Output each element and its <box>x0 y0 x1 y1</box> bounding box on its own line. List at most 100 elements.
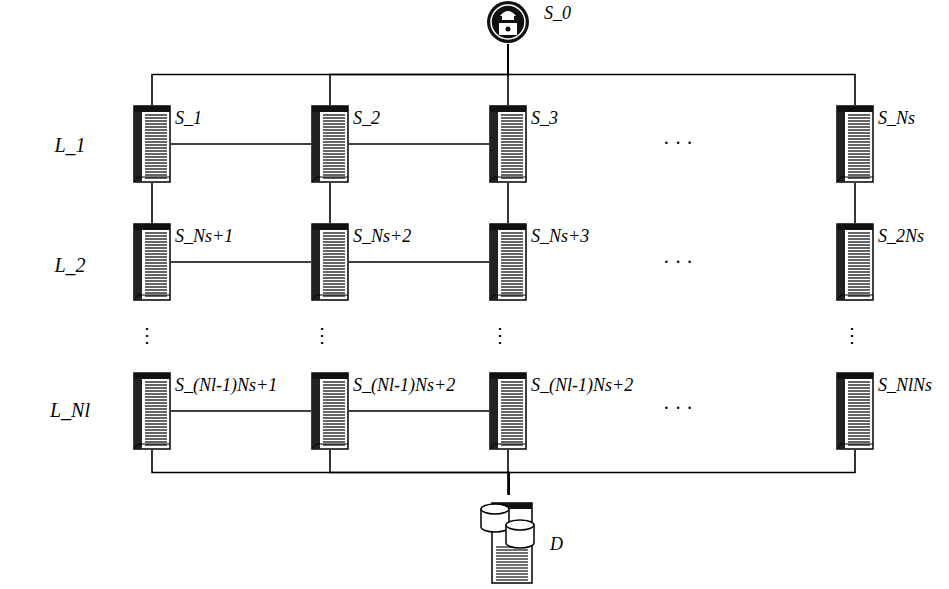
server-node: S_3 <box>489 105 527 183</box>
network-link <box>152 44 508 105</box>
server-slot <box>323 147 345 148</box>
server-slot <box>145 286 167 287</box>
server-slot <box>848 271 870 272</box>
server-slot <box>848 238 870 239</box>
server-base <box>490 295 526 300</box>
server-slot <box>145 144 167 145</box>
server-icon <box>836 372 874 450</box>
server-slot <box>145 153 167 154</box>
node-label: D <box>550 535 563 555</box>
server-slot <box>501 256 523 257</box>
server-slot <box>323 408 345 409</box>
server-slot <box>501 147 523 148</box>
server-top <box>134 224 170 230</box>
network-link <box>854 183 856 223</box>
server-slot <box>145 123 167 124</box>
server-slot <box>323 420 345 421</box>
server-node: S_Ns <box>836 105 874 183</box>
server-top <box>490 106 526 112</box>
ellipsis-mark: ⋮ <box>137 324 157 346</box>
attacker-icon <box>486 0 530 44</box>
server-slot <box>145 271 167 272</box>
database-cylinder-top <box>506 520 534 530</box>
ellipsis-mark: · · · <box>663 132 693 154</box>
server-slot <box>323 129 345 130</box>
server-body <box>134 106 170 182</box>
server-side <box>837 379 845 449</box>
server-slot <box>145 408 167 409</box>
database-node: D <box>478 495 540 585</box>
server-slot <box>848 259 870 260</box>
ellipsis-mark: · · · <box>663 251 693 273</box>
server-slot <box>145 238 167 239</box>
database-icon <box>478 495 540 585</box>
server-slot <box>145 174 167 175</box>
server-slot <box>848 132 870 133</box>
server-slot <box>848 444 870 445</box>
server-body <box>490 373 526 449</box>
network-link <box>330 450 509 495</box>
server-slot <box>848 399 870 400</box>
network-link <box>509 450 855 495</box>
server-slot <box>848 420 870 421</box>
server-slot <box>501 396 523 397</box>
server-slot <box>501 265 523 266</box>
server-slot <box>848 393 870 394</box>
server-slot <box>501 387 523 388</box>
database-slot <box>496 573 528 574</box>
node-label: S_3 <box>531 109 558 129</box>
server-slot <box>501 411 523 412</box>
database-cylinder-top <box>481 504 509 514</box>
server-slot <box>501 283 523 284</box>
server-slot <box>501 286 523 287</box>
server-slot <box>848 162 870 163</box>
server-slot <box>848 438 870 439</box>
server-slot <box>323 277 345 278</box>
server-slot <box>145 156 167 157</box>
server-slot <box>323 268 345 269</box>
node-label: S_(Nl-1)Ns+2 <box>531 376 633 396</box>
server-slot <box>501 295 523 296</box>
server-slot <box>145 268 167 269</box>
server-body <box>312 106 348 182</box>
server-slot <box>848 429 870 430</box>
server-icon <box>311 223 349 301</box>
server-side <box>312 230 320 300</box>
server-slot <box>323 114 345 115</box>
node-label: S_1 <box>175 109 202 129</box>
server-slot <box>848 168 870 169</box>
server-slot <box>145 241 167 242</box>
server-slot <box>323 235 345 236</box>
server-slot <box>501 138 523 139</box>
server-slot <box>848 411 870 412</box>
ellipsis-mark: ⋮ <box>842 324 862 346</box>
server-slot <box>323 381 345 382</box>
server-slot <box>848 432 870 433</box>
database-slot <box>496 558 528 559</box>
server-slot <box>145 411 167 412</box>
server-slot <box>848 241 870 242</box>
server-slot <box>848 235 870 236</box>
server-slot <box>323 429 345 430</box>
server-slot <box>848 262 870 263</box>
server-icon <box>489 105 527 183</box>
server-slot <box>848 289 870 290</box>
server-slot <box>848 423 870 424</box>
server-slot <box>848 156 870 157</box>
layer-label: L_Nl <box>50 399 90 421</box>
server-slot <box>848 280 870 281</box>
server-slot <box>848 117 870 118</box>
server-slot <box>501 174 523 175</box>
server-slot <box>501 444 523 445</box>
server-slot <box>145 177 167 178</box>
network-link <box>349 143 489 145</box>
server-slot <box>848 141 870 142</box>
server-base <box>837 444 873 449</box>
attacker-disc <box>487 1 529 43</box>
server-slot <box>323 405 345 406</box>
server-slot <box>501 120 523 121</box>
server-slot <box>145 289 167 290</box>
server-side <box>837 230 845 300</box>
server-slot <box>145 168 167 169</box>
server-body <box>490 224 526 300</box>
